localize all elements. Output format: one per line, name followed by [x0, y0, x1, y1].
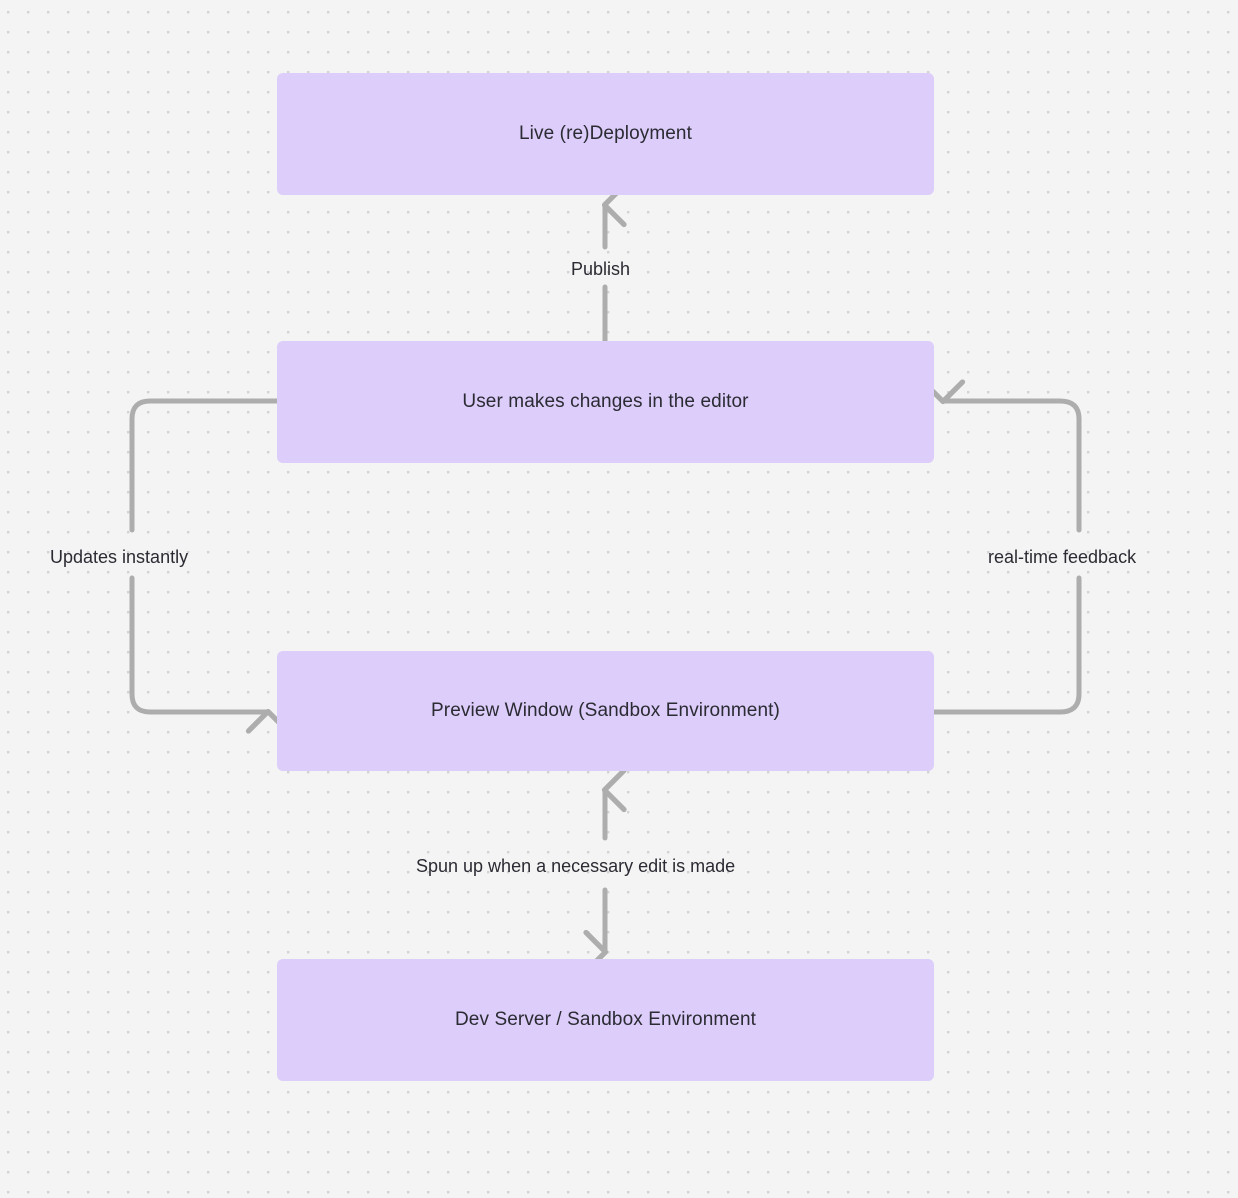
node-user-makes-changes-label: User makes changes in the editor: [462, 390, 749, 412]
node-preview-window-label: Preview Window (Sandbox Environment): [431, 699, 780, 721]
edge-updates-instantly: [129, 398, 291, 734]
edge-label-updates-instantly: Updates instantly: [50, 547, 189, 567]
node-live-redeployment[interactable]: Live (re)Deployment: [277, 73, 934, 195]
node-preview-window[interactable]: Preview Window (Sandbox Environment): [277, 651, 934, 771]
node-user-makes-changes[interactable]: User makes changes in the editor: [277, 341, 934, 463]
edge-label-publish: Publish: [571, 259, 631, 279]
edge-real-time-feedback: [920, 379, 1082, 715]
edge-label-real-time-feedback: real-time feedback: [988, 547, 1137, 567]
edge-label-spun-up: Spun up when a necessary edit is made: [416, 856, 736, 876]
node-dev-server[interactable]: Dev Server / Sandbox Environment: [277, 959, 934, 1081]
node-dev-server-label: Dev Server / Sandbox Environment: [454, 1008, 756, 1030]
node-live-redeployment-label: Live (re)Deployment: [519, 122, 692, 144]
